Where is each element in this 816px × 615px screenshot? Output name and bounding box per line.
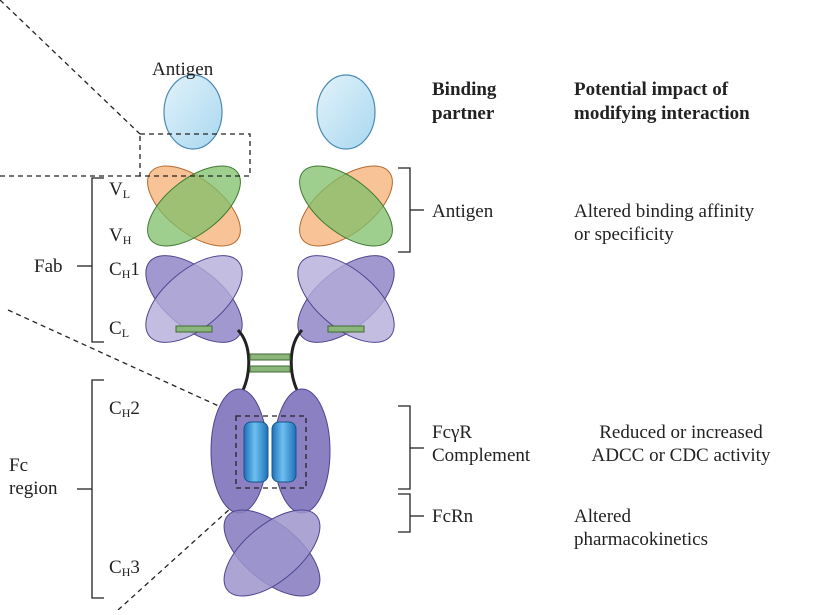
header-binding-partner: Binding partner <box>432 79 497 124</box>
row-fc-partner: FcγR Complement <box>432 422 531 466</box>
header-potential-impact: Potential impact of modifying interactio… <box>574 79 750 124</box>
fc-binding-site <box>235 415 307 489</box>
left-brackets <box>77 177 104 599</box>
antigen-left-shape <box>163 74 223 150</box>
ch2-domains <box>210 388 331 514</box>
ch2-label: CH2 <box>109 398 140 420</box>
right-constant-domains <box>297 255 395 343</box>
row-antigen-impact: Altered binding affinity or specificity <box>574 201 755 245</box>
row-fcrn-partner: FcRn <box>432 506 474 527</box>
ch1-label: CH1 <box>109 259 140 281</box>
row-fcrn-impact: Altered pharmacokinetics <box>574 506 709 550</box>
fc-region-label: Fc region <box>9 455 58 499</box>
vh-label: VH <box>109 225 132 247</box>
fab-label: Fab <box>34 256 63 277</box>
row-antigen-partner: Antigen <box>432 201 494 222</box>
zoom-lines <box>0 0 253 611</box>
ch3-domains <box>223 509 321 597</box>
antigen-label: Antigen <box>152 59 214 80</box>
left-constant-domains <box>145 255 243 343</box>
antigen-right-shape <box>316 74 376 150</box>
left-variable-domains <box>147 165 241 247</box>
antigen-binding-site-box <box>139 133 251 177</box>
hinge-region <box>236 328 304 397</box>
right-variable-domains <box>299 165 393 247</box>
ch3-label: CH3 <box>109 557 140 579</box>
right-brackets <box>398 167 424 533</box>
cl-label: CL <box>109 318 130 340</box>
row-fc-impact: Reduced or increased ADCC or CDC activit… <box>591 422 771 466</box>
vl-label: VL <box>109 179 131 201</box>
